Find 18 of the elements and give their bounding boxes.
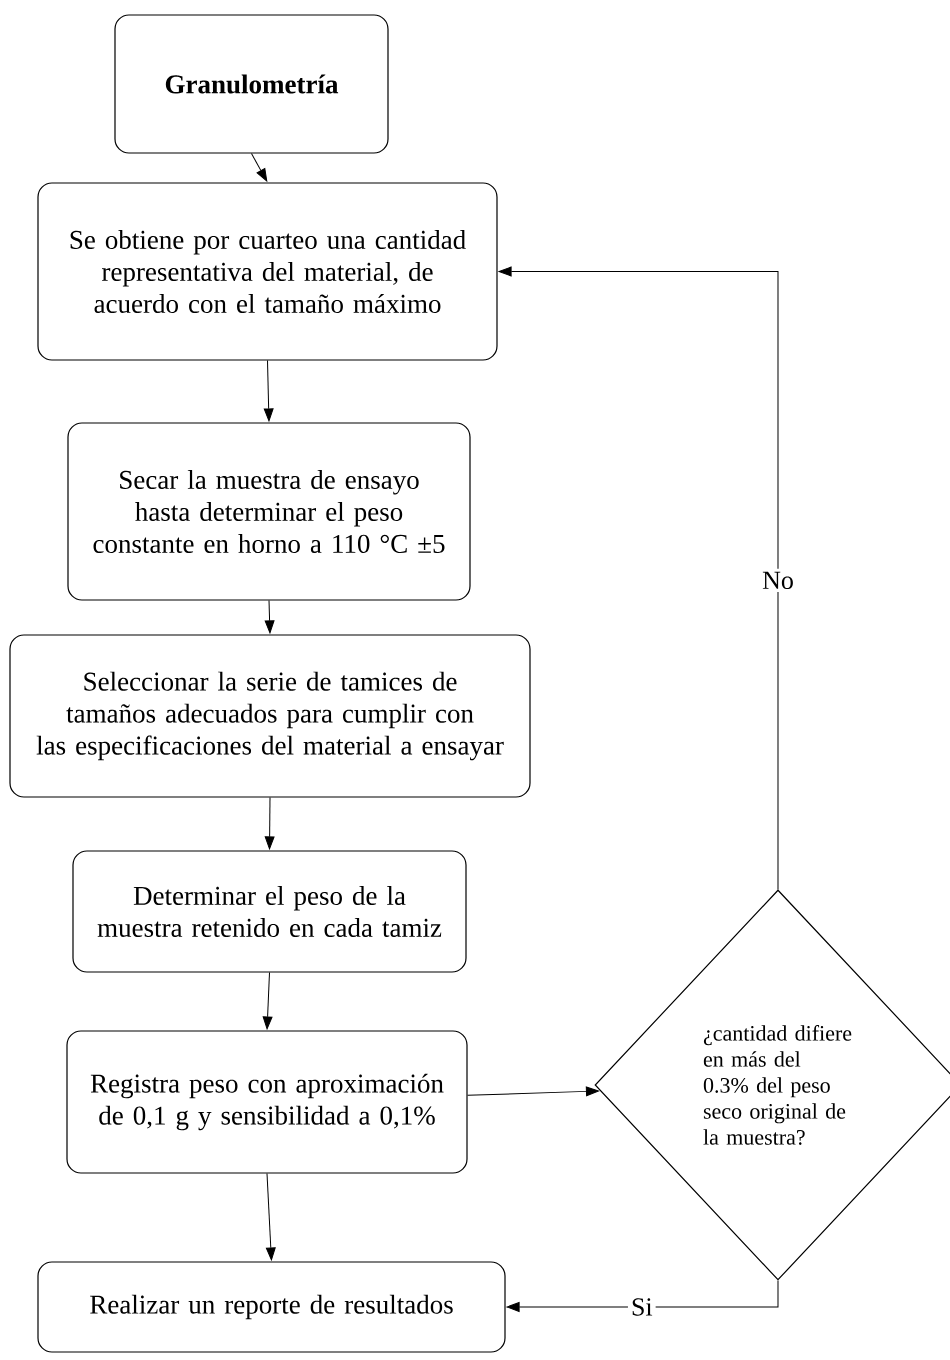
arrow (265, 1173, 276, 1261)
arrow (264, 797, 275, 850)
process-box: Granulometría (114, 14, 389, 154)
process-box: Se obtiene por cuarteo una cantidad representativa del material, de acuerdo con el tamaño máximo (37, 182, 498, 361)
process-box: Determinar el peso de la muestra retenido en cada tamiz (72, 850, 467, 973)
process-box: Secar la muestra de ensayo hasta determinar el peso constante en horno a 110 °C ±5 (67, 422, 471, 601)
edge-label: Si (627, 1295, 656, 1319)
process-box: Registra peso con aproximación de 0,1 g y sensibilidad a 0,1% (66, 1030, 468, 1174)
arrow (262, 972, 273, 1030)
arrow (506, 1280, 779, 1312)
edge-label: No (759, 568, 797, 593)
arrow (263, 360, 274, 422)
arrow (498, 266, 779, 890)
arrow (467, 1086, 599, 1097)
process-box: Realizar un reporte de resultados (37, 1261, 506, 1353)
arrow (251, 153, 268, 182)
arrow (264, 600, 275, 634)
process-box: Seleccionar la serie de tamices de tamaños adecuados para cumplir con las especificaciones del material a ensayar (9, 634, 531, 798)
